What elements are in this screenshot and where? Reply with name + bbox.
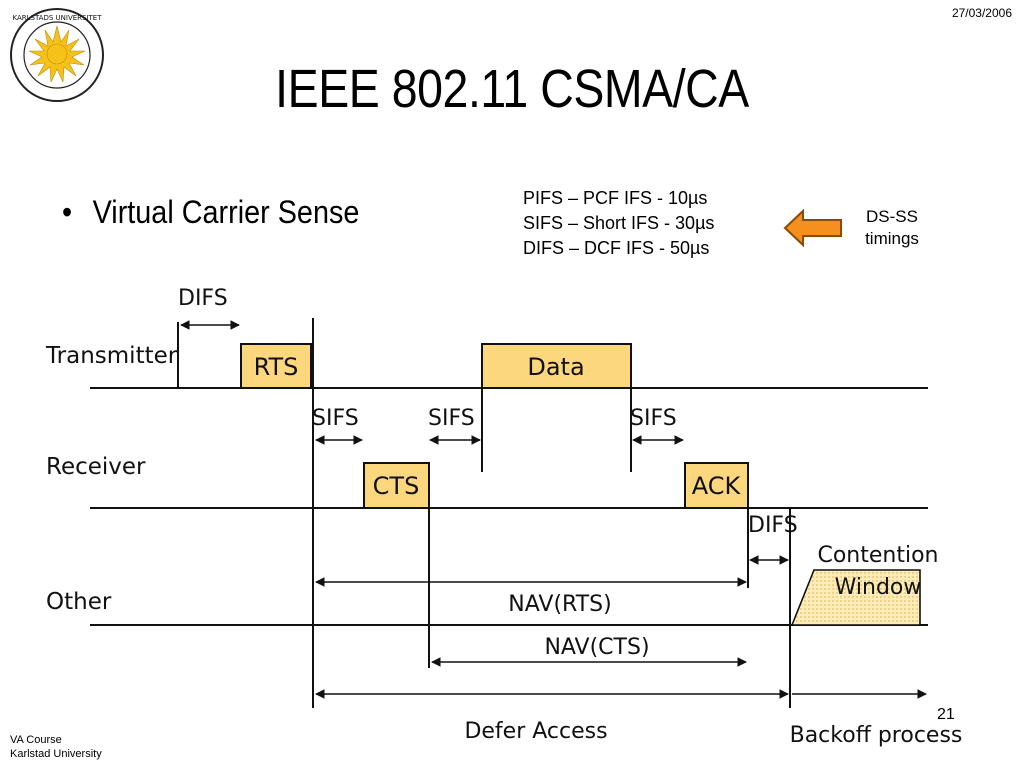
footer: VA Course Karlstad University	[10, 733, 102, 761]
svg-text:KARLSTADS UNIVERSITET: KARLSTADS UNIVERSITET	[12, 14, 102, 22]
sifs-1-label: SIFS	[312, 406, 359, 431]
difs-tx-label: DIFS	[178, 286, 228, 311]
contention-label: Contention	[817, 543, 938, 568]
nav-cts-label: NAV(CTS)	[544, 635, 649, 660]
difs-other-label: DIFS	[748, 513, 798, 538]
ack-frame	[684, 462, 749, 509]
cts-frame	[363, 462, 430, 509]
footer-course: VA Course	[10, 734, 62, 746]
bullet-dot: •	[62, 194, 73, 230]
arrow-left-icon	[783, 208, 842, 248]
timing-pifs: PIFS – PCF IFS - 10µs	[523, 188, 708, 208]
data-frame	[481, 343, 632, 389]
backoff-process-label: Backoff process	[790, 723, 963, 748]
rts-frame	[240, 343, 312, 389]
bullet-item: • Virtual Carrier Sense	[62, 194, 359, 231]
dsss-note: DS-SS timings	[852, 206, 932, 250]
ack-label: ACK	[692, 472, 742, 500]
slide-title: IEEE 802.11 CSMA/CA	[275, 59, 749, 119]
dsss-timings-label: timings	[865, 229, 919, 248]
sifs-3-label: SIFS	[630, 406, 677, 431]
data-label: Data	[527, 353, 584, 381]
timing-sifs: SIFS – Short IFS - 30µs	[523, 213, 715, 233]
cts-label: CTS	[373, 472, 420, 500]
dsss-label: DS-SS	[866, 207, 918, 226]
row-label-receiver: Receiver	[46, 454, 146, 480]
footer-university: Karlstad University	[10, 748, 102, 760]
contention-window-shape	[790, 569, 921, 626]
row-label-other: Other	[46, 589, 112, 615]
page-number: 21	[937, 706, 955, 723]
bullet-text: Virtual Carrier Sense	[92, 194, 360, 230]
defer-access-label: Defer Access	[464, 719, 607, 744]
rts-label: RTS	[254, 353, 299, 381]
university-seal-logo: KARLSTADS UNIVERSITET	[10, 8, 104, 102]
nav-rts-label: NAV(RTS)	[508, 592, 611, 617]
slide-date: 27/03/2006	[951, 6, 1012, 20]
sifs-2-label: SIFS	[428, 406, 475, 431]
timing-difs: DIFS – DCF IFS - 50µs	[523, 238, 710, 258]
row-label-transmitter: Transmitter	[45, 343, 178, 369]
window-label: Window	[835, 575, 922, 600]
ifs-timings-list: PIFS – PCF IFS - 10µs SIFS – Short IFS -…	[523, 186, 714, 261]
